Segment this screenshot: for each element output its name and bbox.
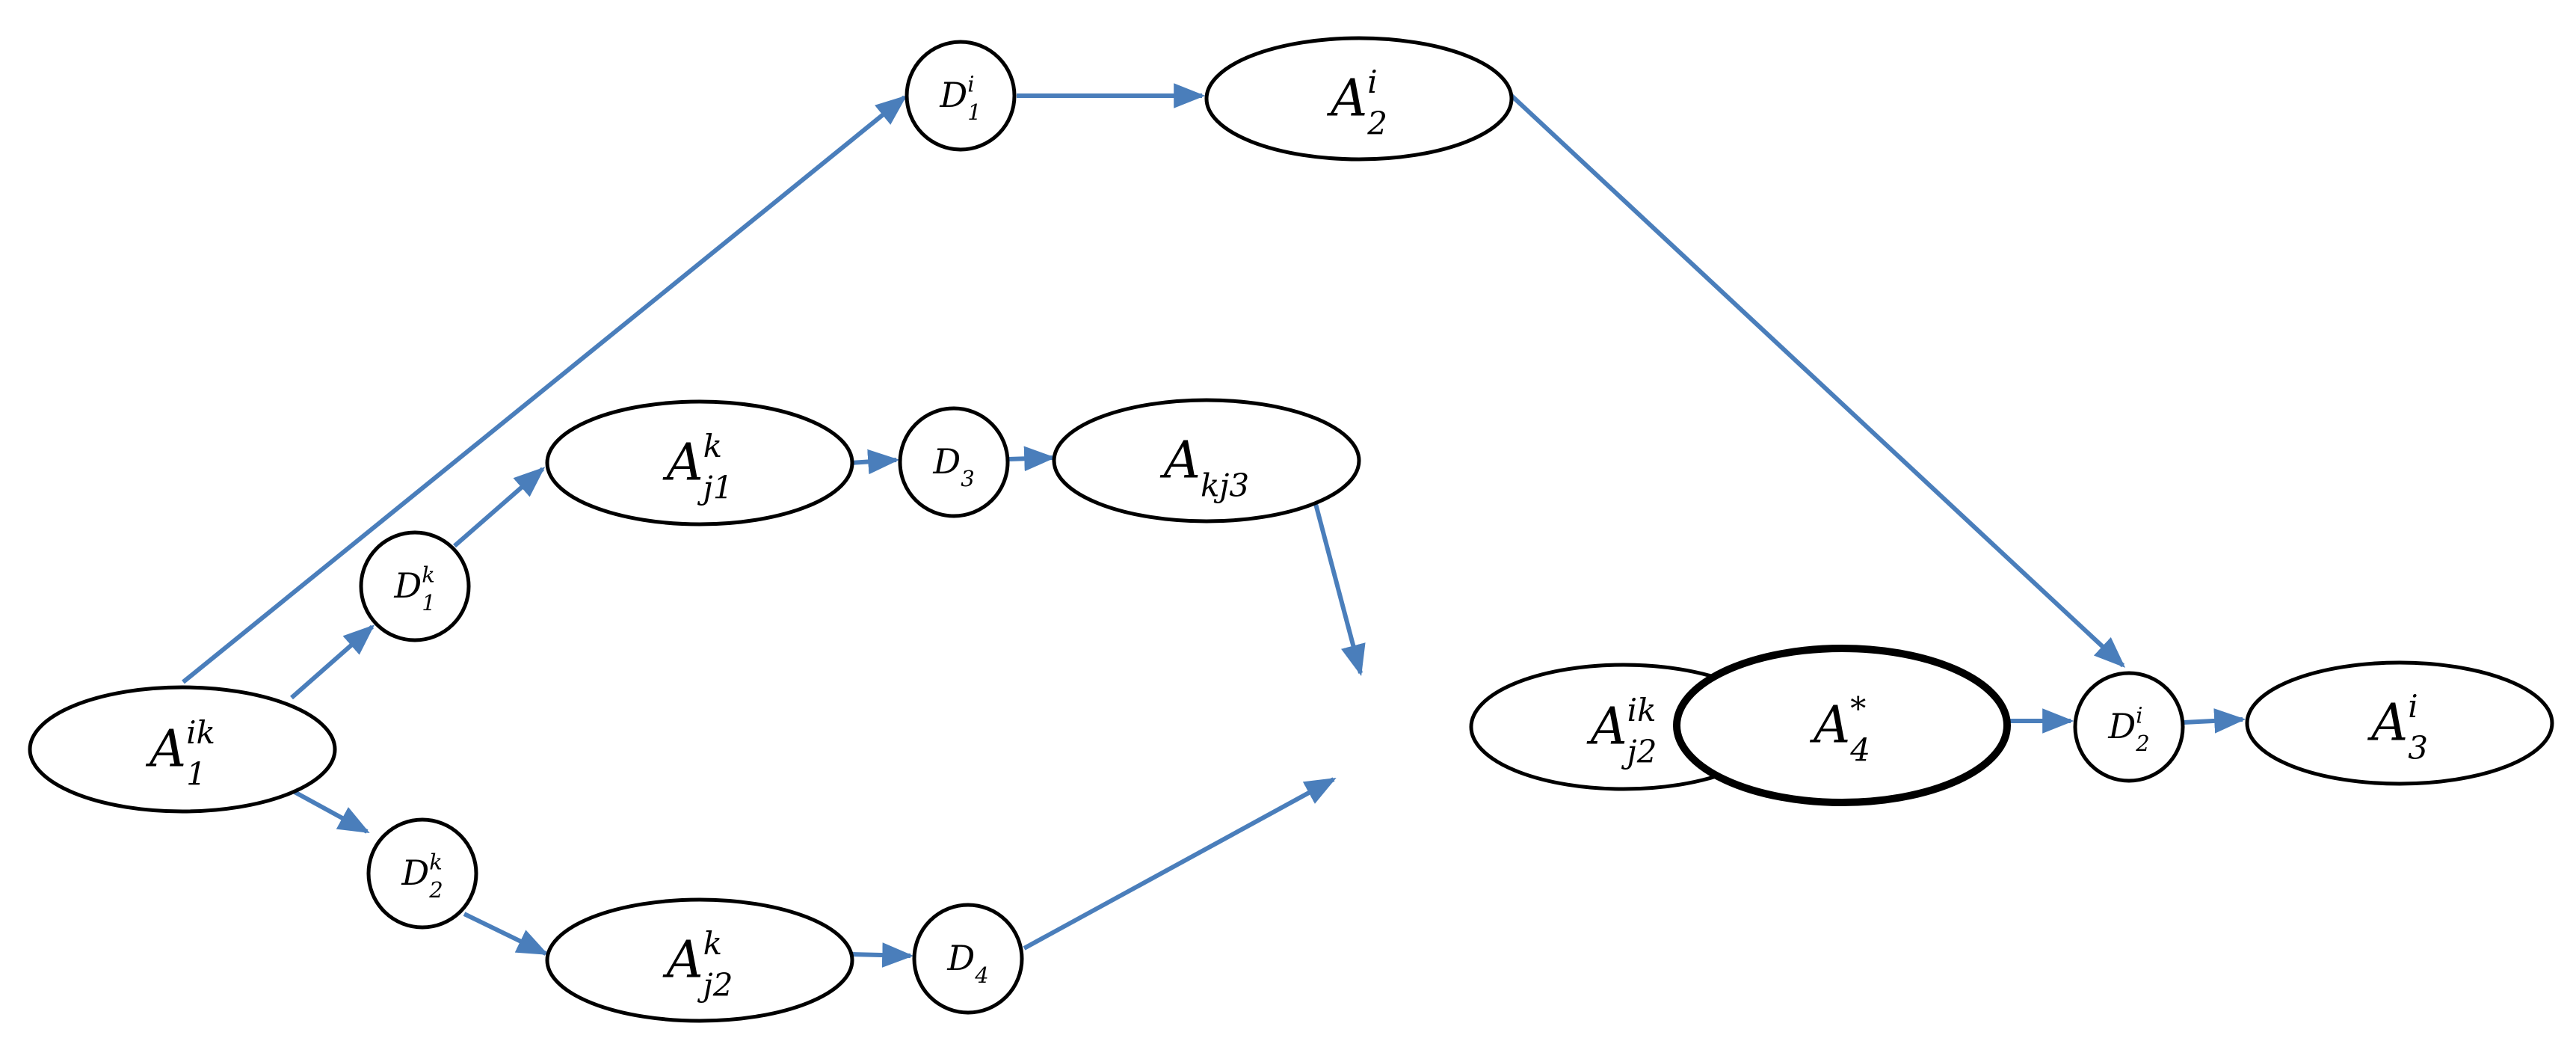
node-D3: D3: [898, 406, 1010, 518]
node-label-subscript: 1: [422, 590, 435, 615]
node-A3i-shape: [2245, 660, 2554, 786]
node-Aj1k: Ak j1: [545, 399, 854, 526]
node-label-superscript: k: [703, 925, 722, 962]
edge-A1ik-to-D2k: [293, 790, 370, 834]
node-label-subscript: j1: [697, 470, 733, 506]
node-D1k: Dk 1: [359, 530, 471, 642]
node-D1i: Di 1: [905, 40, 1017, 152]
node-label-base: A: [662, 433, 703, 492]
node-D3-label: D3: [932, 441, 974, 491]
node-label-superscript: *: [1850, 690, 1866, 727]
node-A1ik: Aik 1: [28, 685, 337, 814]
edge-D1k-to-Aj1k: [453, 467, 546, 548]
node-A2i: Ai 2: [1204, 36, 1514, 162]
edge-D3-to-Akj3: [1008, 446, 1056, 472]
node-D3-shape: [898, 406, 1010, 518]
node-label-subscript: 2: [428, 877, 443, 903]
node-label-base: A: [145, 719, 186, 779]
node-label-superscript: i: [2408, 688, 2418, 725]
node-Akj3: Akj3: [1052, 398, 1361, 524]
node-D1k-label: Dk 1: [393, 562, 435, 615]
node-label-base: D: [393, 565, 422, 606]
node-A3i: Ai 3: [2245, 660, 2554, 786]
node-Aj1k-label: Ak j1: [662, 428, 733, 506]
node-D2i: Di 2: [2073, 671, 2185, 783]
node-label-superscript: i: [1367, 64, 1377, 100]
node-Aj1k-shape: [545, 399, 854, 526]
node-Akj3-shape: [1052, 398, 1361, 524]
node-label-base: D: [946, 938, 975, 978]
node-label-subscript: j2: [697, 967, 733, 1004]
node-A1ik-shape: [28, 685, 337, 814]
node-A4-shape: [1673, 645, 2011, 806]
node-D1k-shape: [359, 530, 471, 642]
node-D2k: Dk 2: [366, 817, 478, 930]
node-label-superscript: ik: [186, 714, 215, 751]
node-Aj2ik-label: Aik j2: [1586, 692, 1657, 770]
node-D1i-shape: [905, 40, 1017, 152]
node-label-superscript: k: [429, 849, 443, 874]
node-Aj2k-label: Ak j2: [662, 925, 733, 1004]
edge-Aj1k-to-D3: [850, 449, 900, 475]
node-label-base: A: [2367, 693, 2408, 752]
node-label-subscript: kj3: [1201, 467, 1249, 504]
node-label-subscript: 4: [1849, 732, 1870, 769]
node-label-base: D: [2107, 706, 2136, 746]
node-Akj3-label: Akj3: [1159, 431, 1249, 503]
node-label-base: D: [939, 75, 967, 115]
node-Aj2k: Ak j2: [545, 897, 854, 1023]
node-D4-label: D4: [946, 938, 988, 988]
node-D2k-label: Dk 2: [401, 849, 443, 903]
edge-D2k-to-Aj2k: [463, 912, 549, 956]
edge-Aj2k-to-D4: [851, 942, 914, 968]
node-D2k-shape: [366, 817, 478, 930]
node-label-subscript: 3: [961, 466, 974, 491]
node-label-subscript: j2: [1621, 734, 1657, 770]
node-D4-shape: [912, 903, 1024, 1015]
node-label-base: D: [401, 853, 429, 893]
node-D4: D4: [912, 903, 1024, 1015]
edge-A1ik-to-D1i: [182, 95, 908, 684]
edge-D2i-to-A3i: [2182, 708, 2246, 734]
edge-D4-to-Aj2ik: [1023, 777, 1337, 951]
node-label-subscript: 1: [186, 756, 206, 793]
node-label-base: A: [1159, 431, 1201, 490]
node-A2i-label: Ai 2: [1326, 64, 1387, 142]
node-label-subscript: 2: [1366, 105, 1387, 142]
node-label-subscript: 3: [2408, 730, 2428, 767]
edge-A2i-to-D2i: [1508, 92, 2126, 668]
node-label-base: A: [1326, 69, 1367, 128]
node-label-base: A: [662, 930, 703, 989]
node-Aj2k-shape: [545, 897, 854, 1023]
node-D2i-shape: [2073, 671, 2185, 783]
node-label-superscript: k: [422, 562, 435, 587]
node-label-subscript: 4: [974, 962, 988, 988]
node-A4: A* 4: [1673, 645, 2011, 806]
node-A1ik-label: Aik 1: [145, 714, 215, 793]
node-label-base: D: [932, 441, 961, 482]
edge-A1ik-to-D1k: [290, 624, 375, 700]
node-A3i-label: Ai 3: [2367, 688, 2428, 767]
node-label-base: A: [1586, 697, 1627, 756]
edge-Akj3-to-Aj2ik: [1313, 500, 1366, 677]
node-label-superscript: k: [703, 428, 722, 464]
node-label-superscript: i: [967, 71, 974, 96]
node-label-subscript: 2: [2135, 731, 2149, 756]
node-label-subscript: 1: [967, 99, 981, 125]
node-A4-label: A* 4: [1809, 690, 1870, 769]
node-label-superscript: ik: [1627, 692, 1657, 728]
node-D1i-label: Di 1: [939, 71, 981, 125]
node-label-base: A: [1809, 696, 1850, 755]
node-label-superscript: i: [2136, 702, 2142, 728]
node-A2i-shape: [1204, 36, 1514, 162]
node-D2i-label: Di 2: [2107, 702, 2149, 756]
edges-layer: [182, 83, 2246, 968]
